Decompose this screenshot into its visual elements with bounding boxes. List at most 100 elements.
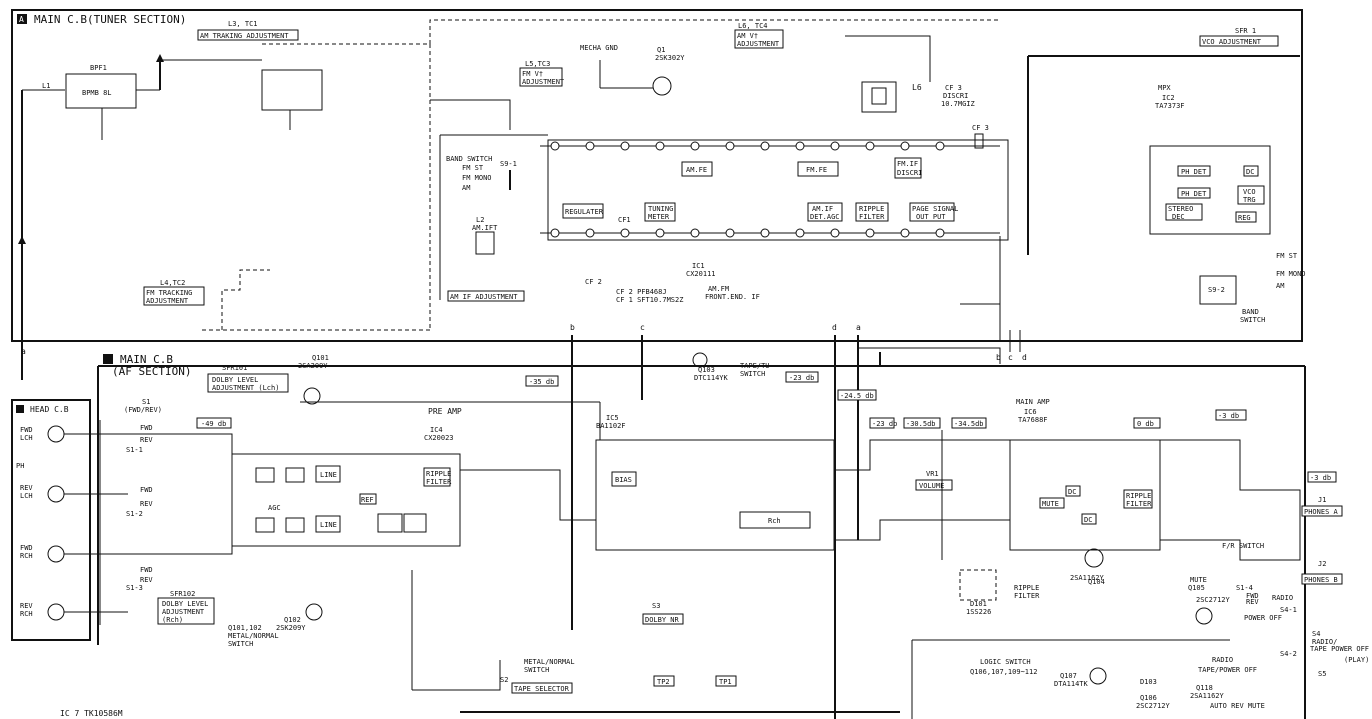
ic1-label: IC1 [692,262,705,270]
l1-label: L1 [42,82,50,90]
ic1-am-fe-label: AM.FE [686,166,707,174]
net-letter-d-mid: d [832,323,837,332]
ic6-mute: MUTE [1042,500,1059,508]
ic1-ripple-label-1: RIPPLE [859,205,884,213]
s9-1-label: S9-1 [500,160,517,168]
sfr102-ref: SFR102 [170,590,195,598]
s1-4-label: S1-4 [1236,584,1253,592]
band-switch-right-1: BAND [1242,308,1259,316]
ic1-pins-top [550,141,945,151]
pre-amp-label: PRE AMP [428,407,462,416]
tape-selector-label: TAPE SELECTOR [514,685,570,693]
l6-tc4-ref: L6, TC4 [738,22,768,30]
level-m245: -24.5 db [840,392,874,400]
net-letter-b-mid: b [570,323,575,332]
ic4-ripple-1: RIPPLE [426,470,451,478]
ic1-pilot [909,202,955,222]
ic1-ripple-label-2: FILTER [859,213,885,221]
ic6-ripple-1: RIPPLE [1126,492,1151,500]
mute-label: MUTE [1190,576,1207,584]
s1-mode: (FWD/REV) [124,406,162,414]
vr1-label: VR1 [926,470,939,478]
fwd-rch-1: FWD [20,544,33,552]
ic1-tuning-meter [644,202,676,222]
s4-label-2: TAPE POWER OFF [1310,645,1369,653]
dolby-nr-label: DOLBY NR [645,616,680,624]
q118-type: 2SA1162Y [1190,692,1225,700]
level-m345: -34.5db [954,420,984,428]
s1-1-label: S1-1 [126,446,143,454]
q107-symbol [1089,667,1107,685]
net-letter-b-right: b [996,353,1001,362]
ic1-frame [547,139,1009,241]
cf1-label: CF1 [618,216,631,224]
dolby-rch-1: DOLBY LEVEL [162,600,208,608]
l2-label: L2 [476,216,484,224]
tape-tu-2: SWITCH [740,370,765,378]
ic1-pins-bottom [550,228,945,238]
ic2-frame [1149,145,1271,235]
q1-type: 2SK302Y [655,54,685,62]
net-letter-a-mid: a [856,323,861,332]
l4-tc2-ref: L4,TC2 [160,279,185,287]
q103-label: Q103 [698,366,715,374]
ic1-fm-fe-label: FM.FE [806,166,827,174]
s9-2-label: S9-2 [1208,286,1225,294]
dolby-lch-1: DOLBY LEVEL [212,376,258,384]
ic6-frame [1009,439,1161,551]
ic1-type: CX20111 [686,270,716,278]
q103-symbol [692,352,708,368]
cf2-label: CF 2 [585,278,602,286]
rev-rch-1: REV [20,602,33,610]
fm-tracking-label-1: FM TRACKING [146,289,192,297]
s1-4-fwd: FWD [1246,592,1259,600]
net-letter-d-right: d [1022,353,1027,362]
ic4-ripple-2: FILTER [426,478,452,486]
level-m3b: -3 db [1310,474,1331,482]
s1-rev-3: REV [140,576,153,584]
rev-rch-2: RCH [20,610,33,618]
ic4-ref: REF [361,496,374,504]
q107-type: DTA114TK [1054,680,1089,688]
s1-rev-2: REV [140,500,153,508]
head-cb-title: HEAD C.B [30,405,69,414]
q102-symbol [305,603,323,621]
q103-type: DTC114YK [694,374,729,382]
tuner-letter: A [19,15,24,24]
net-letter-c-mid: c [640,323,645,332]
s1-3-label: S1-3 [126,584,143,592]
discri-label: DISCRI [943,92,968,100]
q1-symbol [652,76,672,96]
s1-2-label: S1-2 [126,510,143,518]
q101-102-3: SWITCH [228,640,253,648]
main-amp-label: MAIN AMP [1016,398,1050,406]
sfr1-ref: SFR 1 [1235,27,1256,35]
af-signal-wires [128,402,1270,561]
fr-switch-label: F/R SWITCH [1222,542,1264,550]
af-section: MAIN C.B (AF SECTION) HEAD C.B FWD LCH P… [11,352,1369,719]
phones-b-label: PHONES B [1304,576,1338,584]
q101-type: 2SA209Y [298,362,328,370]
q101-102-2: METAL/NORMAL [228,632,279,640]
q107-label: Q107 [1060,672,1077,680]
fwd-lch-1: FWD [20,426,33,434]
q105-label: Q105 [1188,584,1205,592]
head-cb-frame [11,399,91,641]
ic1-ripple [855,202,889,222]
ic2-dc: DC [1246,168,1254,176]
cf2-part: CF 2 PFB468J [616,288,667,296]
dolby-lch-2: ADJUSTMENT (Lch) [212,384,279,392]
d103-label: D103 [1140,678,1157,686]
ph-label: PH [16,462,24,470]
s4-2-label: S4-2 [1280,650,1297,658]
q101-symbol [303,387,321,405]
ic1-fm-if-label-1: FM.IF [897,160,918,168]
radio-label: RADIO [1272,594,1293,602]
power-off-label: POWER OFF [1244,614,1282,622]
level-m35: -35 db [529,378,554,386]
ripple-filter-2: FILTER [1014,592,1040,600]
am-ift-label: AM.IFT [472,224,498,232]
fm-st-label: FM ST [462,164,484,172]
ic2-ph-det-1: PH DET [1181,168,1207,176]
j1-label: J1 [1318,496,1326,504]
